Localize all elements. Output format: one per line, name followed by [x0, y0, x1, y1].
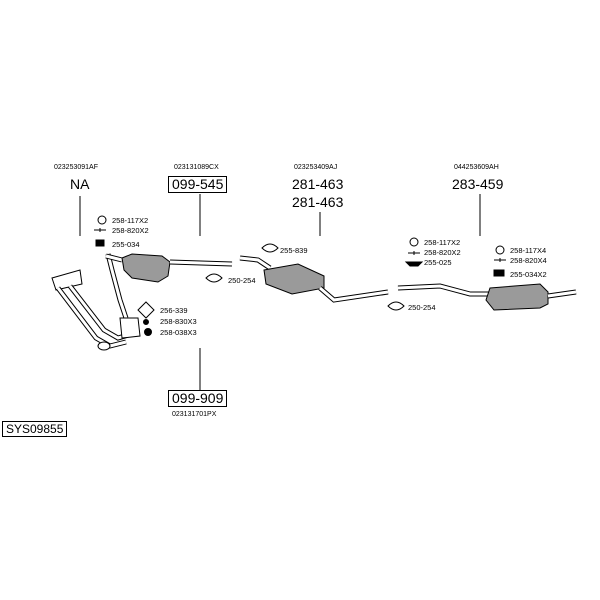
clamp-icon [205, 273, 223, 283]
rear-silencer-drawing [397, 283, 577, 311]
fitting-label[interactable]: 258-820X4 [510, 256, 547, 265]
bolt-icon [94, 228, 106, 232]
clamp-icon-2 [387, 301, 405, 311]
part-number-catalyst[interactable]: 099-545 [168, 176, 228, 193]
bolt-icon-2 [408, 251, 420, 255]
fitting-label[interactable]: 255-034 [112, 240, 140, 249]
oe-number-front-pipe: 023253091AF [54, 164, 98, 171]
spring-icon [144, 328, 152, 336]
fitting-label[interactable]: 258-038X3 [160, 328, 197, 337]
fitting-label[interactable]: 255-839 [280, 246, 308, 255]
fitting-label[interactable]: 258-117X4 [510, 246, 547, 255]
nut-icon [143, 319, 149, 325]
rubber-hanger-icon-3 [493, 269, 505, 277]
fitting-label[interactable]: 250-254 [408, 303, 436, 312]
gasket-icon [137, 301, 155, 319]
fitting-label[interactable]: 258-117X2 [112, 216, 149, 225]
part-number-rear-silencer[interactable]: 283-459 [452, 176, 504, 192]
fitting-label[interactable]: 258-117X2 [424, 238, 461, 247]
bolt-icon-3 [494, 258, 506, 262]
fitting-label[interactable]: 258-820X2 [424, 248, 461, 257]
oe-number-rear-silencer: 044253609AH [454, 164, 499, 171]
front-pipe-drawing [51, 253, 141, 351]
part-number-front-pipe: NA [70, 176, 90, 192]
centre-silencer-drawing [239, 255, 389, 303]
fitting-label[interactable]: 255-034X2 [510, 270, 547, 279]
fitting-label[interactable]: 258-830X3 [160, 317, 197, 326]
fitting-label[interactable]: 250-254 [228, 276, 256, 285]
oe-number-catalyst: 023131089CX [174, 164, 219, 171]
clamp-ring-icon-2 [409, 237, 419, 247]
fitting-label[interactable]: 255-025 [424, 258, 452, 267]
catalytic-converter-drawing [105, 253, 233, 283]
clamp-ring-icon [97, 215, 107, 225]
fitting-label[interactable]: 256-339 [160, 306, 188, 315]
oe-number-front-pipe-lower: 023131701PX [172, 411, 217, 418]
hanger-icon [261, 243, 279, 253]
system-id-label: SYS09855 [2, 421, 68, 437]
oe-number-centre-silencer: 023253409AJ [294, 164, 338, 171]
part-number-front-pipe-lower[interactable]: 099-909 [168, 390, 228, 407]
part-number-centre-silencer-2[interactable]: 281-463 [292, 194, 344, 210]
part-number-centre-silencer[interactable]: 281-463 [292, 176, 344, 192]
rubber-hanger-icon [95, 239, 105, 247]
clamp-ring-icon-3 [495, 245, 505, 255]
rubber-hanger-icon-2 [404, 261, 424, 267]
fitting-label[interactable]: 258-820X2 [112, 226, 149, 235]
